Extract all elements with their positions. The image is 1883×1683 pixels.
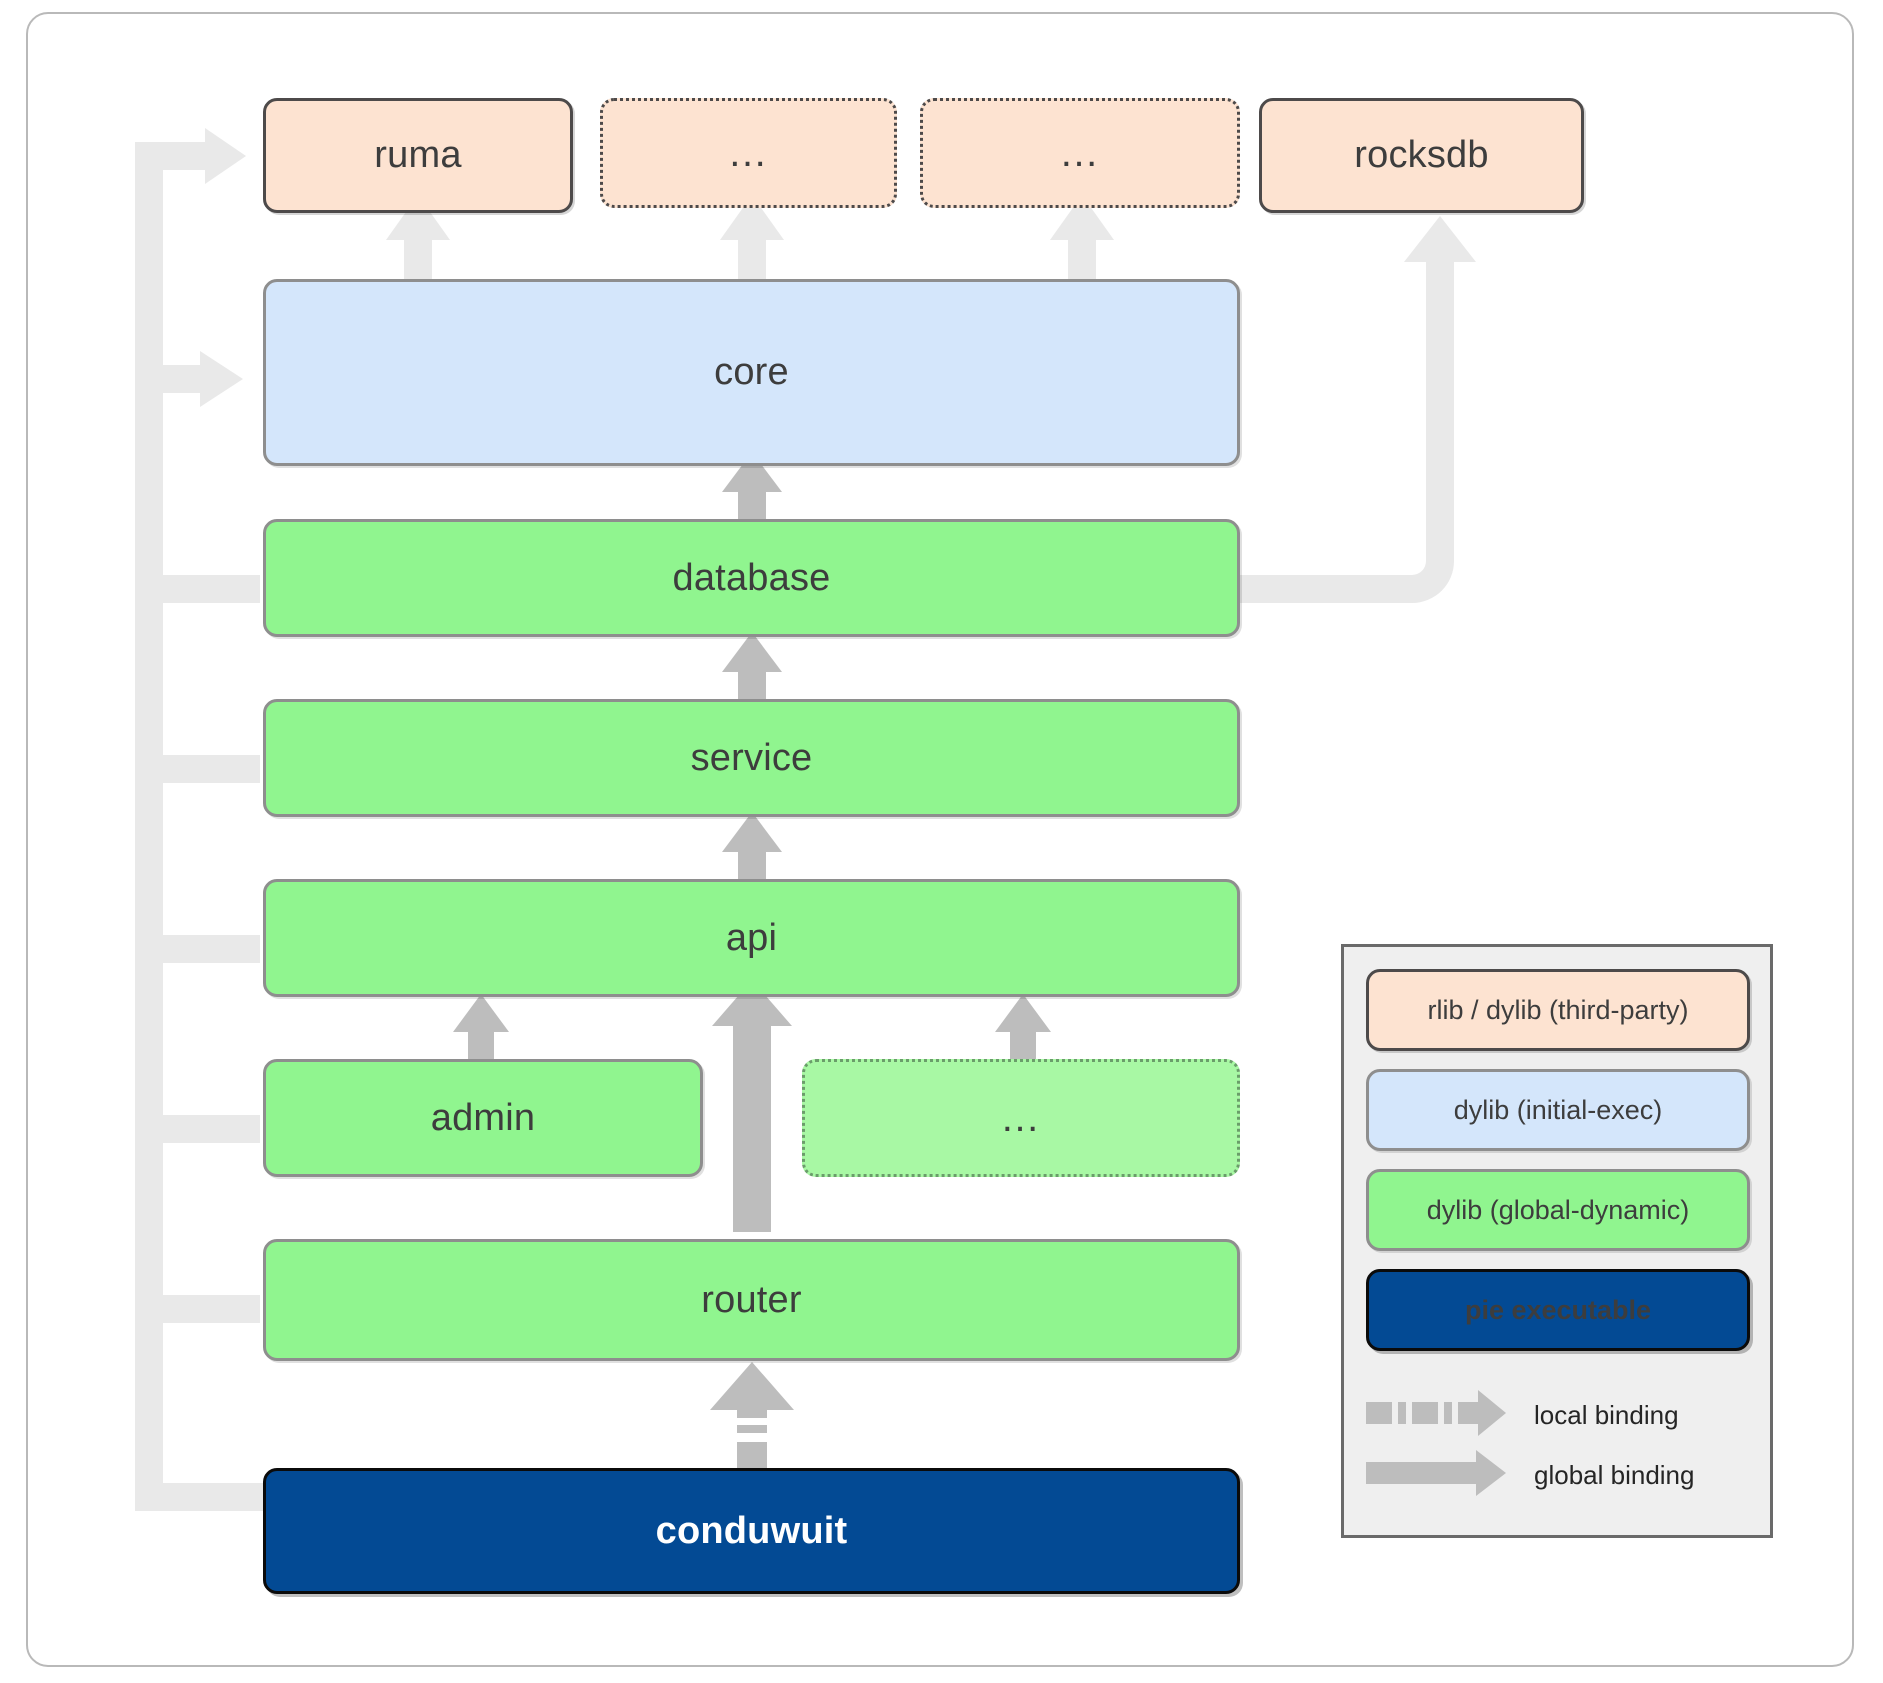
node-dots-top-1[interactable]: …	[600, 98, 897, 208]
legend-panel: rlib / dylib (third-party) dylib (initia…	[1341, 944, 1773, 1538]
node-api-label: api	[725, 916, 778, 959]
node-service-label: service	[690, 736, 813, 779]
node-dots-mid[interactable]: …	[802, 1059, 1240, 1177]
node-dots-top-2[interactable]: …	[920, 98, 1240, 208]
legend-global-binding-label: global binding	[1534, 1459, 1695, 1490]
node-dots-top-2-label: …	[1059, 131, 1101, 175]
node-core-label: core	[714, 351, 789, 393]
node-router-label: router	[701, 1278, 802, 1321]
legend-row-local-binding: local binding	[1366, 1387, 1756, 1443]
node-service[interactable]: service	[263, 699, 1240, 817]
node-ruma[interactable]: ruma	[263, 98, 573, 213]
node-conduwuit[interactable]: conduwuit	[263, 1468, 1240, 1594]
node-router[interactable]: router	[263, 1239, 1240, 1361]
legend-swatch-pie-label: pie executable	[1464, 1294, 1652, 1325]
legend-swatch-global-dynamic: dylib (global-dynamic)	[1366, 1169, 1750, 1251]
node-admin[interactable]: admin	[263, 1059, 703, 1177]
node-admin-label: admin	[430, 1096, 536, 1139]
node-database-label: database	[672, 556, 831, 599]
node-api[interactable]: api	[263, 879, 1240, 997]
node-conduwuit-label: conduwuit	[655, 1509, 848, 1552]
legend-local-binding-label: local binding	[1534, 1399, 1679, 1430]
legend-swatch-initial-exec: dylib (initial-exec)	[1366, 1069, 1750, 1151]
legend-swatch-rlib: rlib / dylib (third-party)	[1366, 969, 1750, 1051]
local-binding-arrow-icon	[1366, 1389, 1506, 1441]
node-rocksdb[interactable]: rocksdb	[1259, 98, 1584, 213]
global-binding-arrow-icon	[1366, 1449, 1506, 1501]
node-ruma-label: ruma	[374, 134, 462, 176]
legend-swatch-rlib-label: rlib / dylib (third-party)	[1427, 994, 1689, 1025]
node-dots-top-1-label: …	[727, 131, 770, 175]
legend-row-global-binding: global binding	[1366, 1447, 1756, 1503]
legend-swatch-initial-exec-label: dylib (initial-exec)	[1453, 1094, 1663, 1125]
node-dots-mid-label: …	[1000, 1096, 1042, 1140]
legend-swatch-pie: pie executable	[1366, 1269, 1750, 1351]
node-rocksdb-label: rocksdb	[1354, 134, 1489, 176]
node-database[interactable]: database	[263, 519, 1240, 637]
node-core[interactable]: core	[263, 279, 1240, 466]
legend-swatch-global-dynamic-label: dylib (global-dynamic)	[1426, 1194, 1690, 1225]
